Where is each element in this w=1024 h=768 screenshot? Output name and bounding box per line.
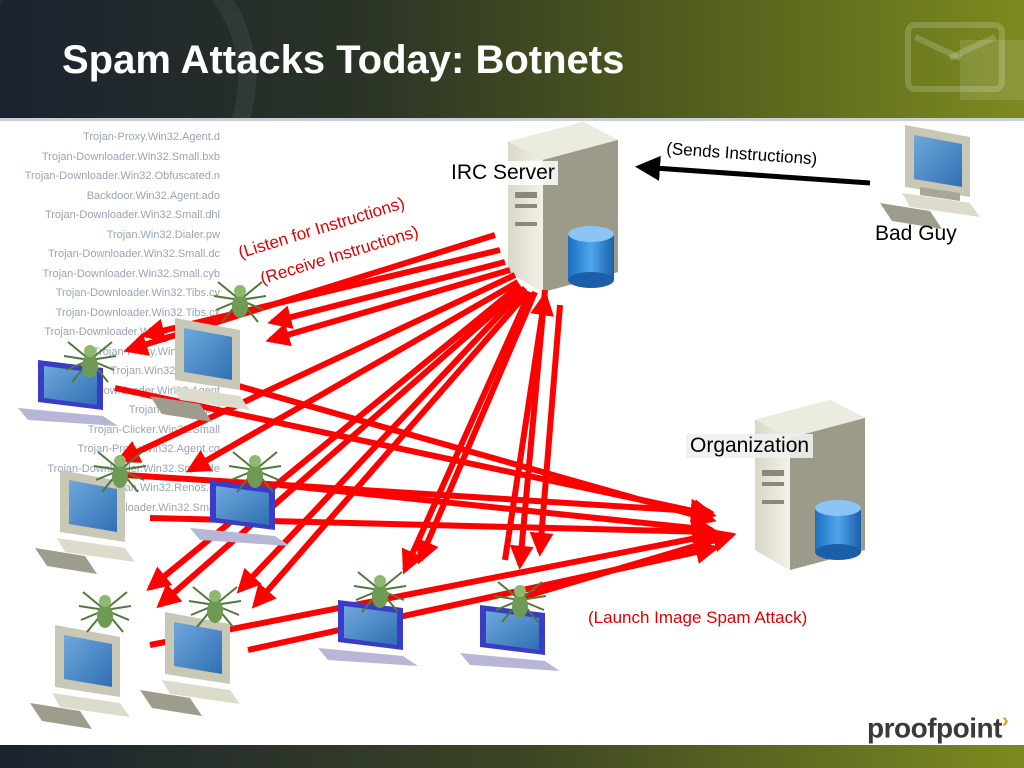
trojan-name-line: Trojan-Downloader.Win32.Small.dhl <box>44 209 220 221</box>
spider-icon <box>93 451 147 493</box>
arrow-bot-to-org <box>149 526 717 648</box>
arrow-irc-to-bot <box>265 267 511 347</box>
arrow-bot-to-irc <box>502 291 554 561</box>
server-icon <box>755 400 865 570</box>
slide-footer <box>0 745 1024 768</box>
bot-desktop-1 <box>150 318 250 422</box>
arrow-badguy-to-irc <box>635 155 871 186</box>
arrow-irc-to-bot <box>185 279 520 473</box>
trojan-name-line: Trojan-Downloader.Win32.Small.dc <box>48 248 220 260</box>
spider-icon <box>78 591 132 633</box>
desktop-computer-icon <box>35 470 135 574</box>
slide-header: Spam Attacks Today: Botnets <box>0 0 1024 120</box>
irc-server-label: IRC Server <box>448 161 558 185</box>
spider-icon <box>63 341 117 383</box>
spider-icon <box>228 451 282 493</box>
header-decoration-square <box>960 40 1024 100</box>
arrow-bot-to-org <box>279 482 717 540</box>
bot-laptop-2 <box>190 480 290 546</box>
spider-icon <box>353 571 407 613</box>
laptop-icon <box>460 605 560 671</box>
bad-guy-node <box>880 125 980 229</box>
trojan-name-line: Trojan-Proxy.Win32.Agent.d <box>83 131 220 143</box>
spider-icon <box>213 281 267 323</box>
arrow-bot-to-org <box>124 472 715 523</box>
bot-laptop-3 <box>318 600 418 666</box>
bot-laptop-4 <box>460 605 560 671</box>
trojan-name-line: Trojan.Win32.Dialer.pw <box>106 228 220 241</box>
desktop-computer-icon <box>30 625 130 729</box>
proofpoint-logo: proofpoint› <box>867 710 1009 744</box>
laptop-icon <box>318 600 418 666</box>
irc-server-node <box>508 122 618 292</box>
bot-desktop-3 <box>30 625 130 729</box>
bad-guy-label: Bad Guy <box>875 222 957 245</box>
arrow-irc-to-bot <box>416 290 538 565</box>
arrow-irc-to-bot <box>115 272 517 463</box>
trojan-name-line: Backdoor.Win32.Agent.ado <box>86 189 220 202</box>
desktop-computer-icon <box>140 612 240 716</box>
spider-markers <box>63 281 547 633</box>
spider-icon <box>188 586 242 628</box>
header-divider <box>0 118 1024 121</box>
arrow-bot-to-org <box>519 528 737 601</box>
trojan-name-line: Trojan-Downloader.Win32.Tibs.cx <box>55 306 220 319</box>
envelope-icon <box>905 22 1005 92</box>
trojan-name-line: Trojan-Downloader.Win32.Small.cyb <box>42 267 221 280</box>
desktop-computer-icon <box>150 318 250 422</box>
desktop-computer-icon <box>880 125 980 229</box>
launch-attack-label: (Launch Image Spam Attack) <box>588 608 808 627</box>
logo-text: proofpoint <box>867 712 1002 744</box>
arrow-irc-to-bot <box>267 259 506 329</box>
arrow-irc-to-bot <box>236 285 528 594</box>
bot-desktop-2 <box>35 470 135 574</box>
trojan-name-line: Trojan-Downloader.Win32.Tibs.cv <box>55 287 220 299</box>
organization-label: Organization <box>686 434 814 458</box>
arrow-bot-to-org <box>234 382 717 527</box>
logo-mark-icon: › <box>1001 710 1009 732</box>
trojan-name-line: Trojan-Downloader.Win32.Obfuscated.n <box>24 170 220 182</box>
instruction-arrows <box>114 232 737 653</box>
organization-node <box>755 400 865 570</box>
arrow-irc-to-bot <box>140 247 501 343</box>
bot-desktop-4 <box>140 612 240 716</box>
server-icon <box>508 122 618 292</box>
arrow-irc-to-bot <box>156 285 524 609</box>
trojan-name-line: Trojan-Downloader.Win32.Small.bxb <box>41 150 220 163</box>
slide-title: Spam Attacks Today: Botnets <box>62 38 625 82</box>
trojan-name-line: Trojan.Win32.Renos.cx <box>106 482 220 494</box>
spider-icon <box>493 581 547 623</box>
laptop-icon <box>190 480 290 546</box>
